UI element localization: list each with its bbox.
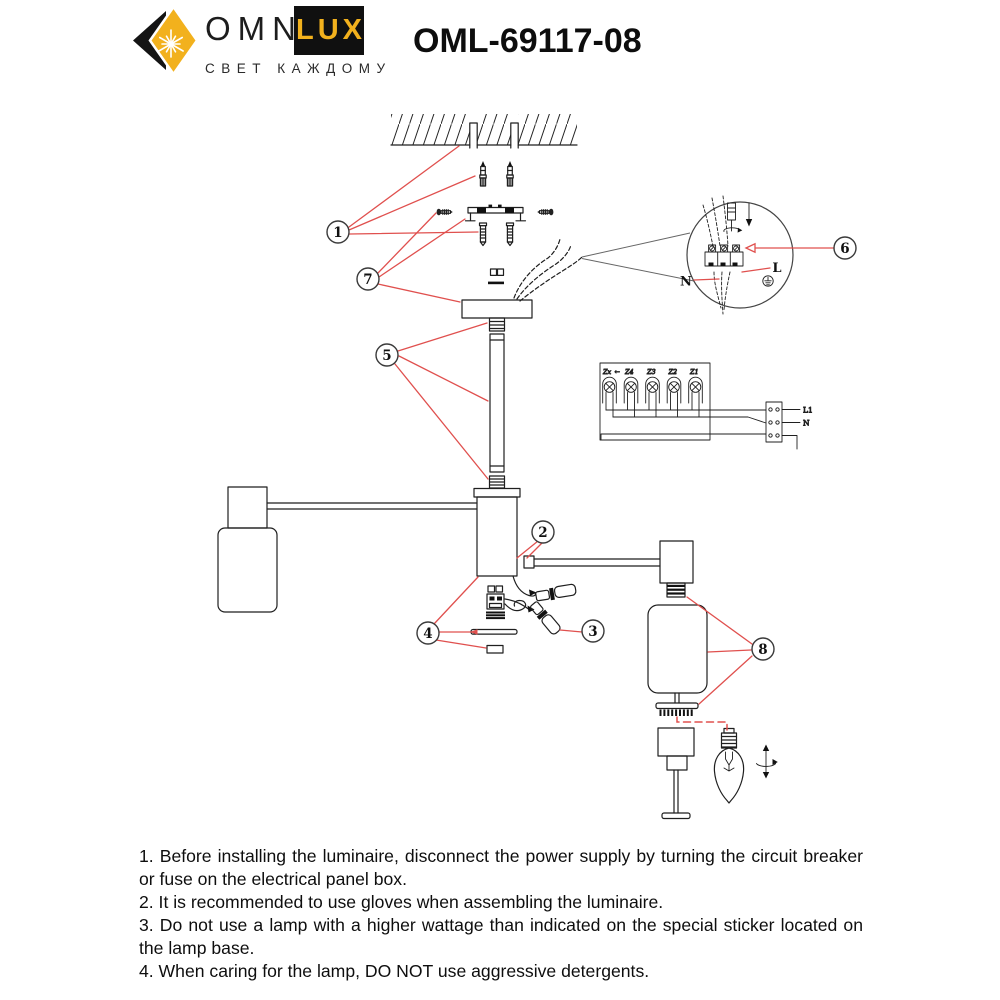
right-lamp-assembly	[647, 540, 708, 716]
callout-8: 8	[751, 637, 775, 661]
small-hardware	[488, 268, 505, 285]
svg-text:8: 8	[758, 642, 767, 658]
neutral-wire-label: N	[680, 275, 692, 290]
mounting-screws	[436, 208, 555, 216]
logo-chevron-icon	[133, 11, 166, 70]
callout-2: 2	[531, 520, 555, 544]
callout-leader-lines	[348, 145, 835, 731]
central-body	[473, 487, 521, 577]
schematic-z-label-2: Z2	[668, 368, 678, 376]
schematic-terminal-block	[765, 401, 783, 443]
svg-text:6: 6	[840, 241, 849, 257]
schematic-lamps	[602, 376, 703, 418]
wiring-detail-circle: N L	[680, 195, 794, 315]
anchor-bolts	[479, 160, 514, 187]
svg-text:7: 7	[363, 272, 372, 288]
screwdriver-icon	[723, 202, 743, 233]
logo-starburst-icon	[158, 29, 184, 58]
instruction-item-4: 4. When caring for the lamp, DO NOT use …	[139, 961, 650, 981]
callout-7: 7	[356, 267, 380, 291]
svg-text:1: 1	[333, 225, 342, 241]
schematic-z-label-3: Z3	[646, 368, 656, 376]
svg-text:3: 3	[588, 624, 597, 640]
callout-4: 4	[416, 621, 440, 645]
brand-box: LUX	[294, 6, 364, 55]
down-rod	[488, 333, 506, 489]
wire-connectors	[470, 575, 577, 654]
svg-text:5: 5	[382, 348, 391, 364]
instruction-item-1: 1. Before installing the luminaire, disc…	[139, 846, 863, 889]
omnilux-logo-icon	[133, 4, 199, 77]
mounting-bracket	[464, 204, 527, 222]
callout-5: 5	[375, 343, 399, 367]
model-number: OML-69117-08	[413, 22, 642, 60]
candle-bulb	[713, 727, 745, 804]
svg-text:4: 4	[423, 626, 432, 642]
screw-rotation-icon	[756, 744, 778, 779]
right-arm	[523, 555, 661, 569]
schematic-arrow-label: ←	[615, 368, 621, 376]
svg-text:2: 2	[538, 525, 547, 541]
instruction-item-2: 2. It is recommended to use gloves when …	[139, 892, 664, 912]
callout-6: 6	[833, 236, 857, 260]
insert-arrow-icon	[745, 202, 753, 227]
schematic-z-label-4: Z4	[624, 368, 634, 376]
schematic-l1-label: L1	[803, 406, 813, 415]
terminal-block-detail	[704, 244, 744, 267]
callout-3: 3	[581, 619, 605, 643]
ceiling-section	[390, 113, 578, 149]
lower-shade-stand	[657, 727, 695, 820]
supply-wires	[513, 238, 583, 302]
safety-instructions: 1. Before installing the luminaire, disc…	[139, 845, 863, 983]
wiring-schematic: Zx ← Z4 Z3 Z2 Z1 L1 N	[599, 362, 813, 450]
ground-symbol-icon	[762, 275, 774, 287]
line-wire-label: L	[772, 261, 781, 276]
brand-name-secondary: LUX	[296, 14, 366, 46]
magnifier-leader-lines	[581, 232, 695, 282]
ceiling-canopy	[461, 299, 533, 332]
wall-plugs	[478, 222, 515, 247]
instruction-item-3: 3. Do not use a lamp with a higher watta…	[139, 915, 863, 958]
schematic-n-label: N	[803, 419, 810, 428]
schematic-z-label-0: Zx	[602, 368, 612, 376]
left-arm-and-shade	[217, 486, 478, 613]
callout-1: 1	[326, 220, 350, 244]
brand-tagline: СВЕТ КАЖДОМУ	[205, 61, 392, 76]
schematic-z-label-1: Z1	[689, 368, 699, 376]
